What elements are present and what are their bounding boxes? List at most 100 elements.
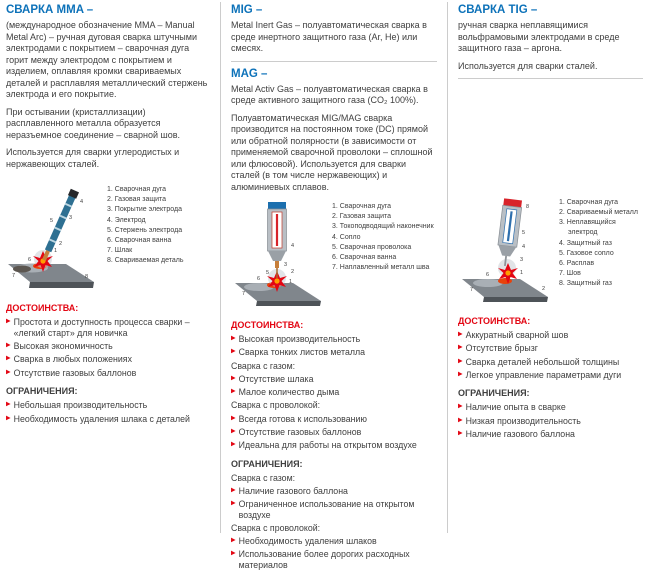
workpiece-plate-edge (483, 297, 548, 303)
bullet-arrow-icon: ▶ (458, 371, 463, 378)
advantage-item: ▶Сварка с газом: (231, 361, 437, 372)
bullet-arrow-icon: ▶ (231, 415, 236, 421)
diagram-number: 1 (54, 248, 57, 254)
diagram-number: 5 (266, 270, 269, 276)
mig-diagram-illustration: 1 2 3 4 5 6 7 (235, 202, 321, 307)
advantage-text: Аккуратный сварной шов (465, 330, 569, 341)
limitations-list: ▶Сварка с газом:▶Наличие газового баллон… (231, 473, 437, 571)
welding-torch (267, 202, 287, 279)
legend-item: 3. Покрытие электрода (107, 206, 183, 214)
advantage-text: Отсутствие шлака (238, 373, 314, 384)
diagram-number: 7 (470, 287, 473, 293)
advantage-item: ▶Отсутствие шлака (231, 374, 437, 385)
bullet-arrow-icon: ▶ (458, 358, 463, 364)
diagram-number: 3 (69, 215, 72, 221)
bullet-arrow-icon: ▶ (231, 388, 236, 395)
legend-item: 4. Электрод (107, 216, 146, 224)
mig-diagram-block: 1 2 3 4 5 6 7 1. Сварочная дуга 2. Газова… (231, 199, 437, 307)
limitation-text: Наличие газового баллона (465, 428, 575, 439)
diagram-number: 2 (59, 241, 62, 247)
legend-item: 2. Газовая защита (332, 213, 392, 221)
limitation-text: Ограниченное использование на открытом в… (238, 499, 415, 520)
intro-paragraphs-mag: Metal Activ Gas – полуавтоматическая сва… (231, 84, 437, 194)
diagram-number: 7 (12, 273, 15, 279)
bullet-arrow-icon: ▶ (231, 487, 236, 494)
workpiece-plate-edge (29, 282, 94, 289)
paragraph: ручная сварка неплавящимися вольфрамовым… (458, 20, 620, 54)
diagram-number: 3 (520, 257, 523, 263)
bullet-arrow-icon: ▶ (231, 441, 236, 448)
advantages-title: ДОСТОИНСТВА: (6, 303, 79, 314)
arc-flash (498, 263, 518, 285)
limitation-text: Наличие опыта в сварке (465, 402, 566, 413)
advantage-text: Сварка в любых положениях (13, 354, 132, 365)
bullet-arrow-icon: ▶ (6, 342, 11, 349)
limitation-item: ▶Использование более дорогих расходных м… (231, 549, 437, 570)
advantage-text: Отсутствие брызг (465, 343, 538, 354)
diagram-number: 6 (28, 257, 31, 263)
limitation-item: ▶Необходимость удаления шлаков (231, 536, 437, 547)
bullet-arrow-icon: ▶ (458, 344, 463, 351)
advantages-title: ДОСТОИНСТВА: (231, 320, 304, 331)
diagram-number: 1 (289, 279, 292, 285)
paragraph: Metal Inert Gas – полуавтоматическая сва… (231, 20, 427, 54)
legend-item: 2. Свариваемый металл (559, 209, 638, 217)
arc-flash (267, 271, 287, 293)
legend-item: 5. Газовое сопло (559, 249, 614, 257)
advantage-item: ▶Отсутствие газовых баллонов (6, 368, 210, 379)
advantage-text: Малое количество дыма (238, 387, 340, 398)
advantage-item: ▶Сварка с проволокой: (231, 400, 437, 411)
bullet-arrow-icon: ▶ (231, 375, 236, 382)
tig-diagram-illustration: 1 2 3 4 5 6 7 8 (462, 198, 548, 303)
bullet-arrow-icon: ▶ (458, 403, 463, 410)
workpiece-plate-edge (256, 301, 321, 307)
paragraph: Metal Activ Gas – полуавтоматическая сва… (231, 83, 428, 106)
limitations-title: ОГРАНИЧЕНИЯ: (458, 388, 530, 399)
legend-item: 1. Сварочная дуга (107, 186, 167, 194)
column-heading-mig: MIG – (231, 4, 263, 16)
legend-item: 8. Защитный газ (559, 280, 612, 288)
advantage-item: ▶Всегда готова к использованию (231, 414, 437, 425)
column-heading-mag: MAG – (231, 67, 268, 80)
limitation-text: Необходимость удаления шлака с деталей (13, 413, 190, 424)
diagram-number: 5 (522, 230, 525, 236)
diagram-number: 6 (257, 276, 260, 282)
bullet-arrow-icon: ▶ (6, 415, 11, 421)
bullet-arrow-icon: ▶ (231, 500, 236, 507)
limitation-item: ▶Небольшая производительность (6, 400, 210, 411)
advantage-item: ▶Сварка тонких листов металла (231, 347, 437, 358)
advantage-item: ▶Отсутствие газовых баллонов (231, 427, 437, 438)
tungsten-electrode (504, 255, 508, 267)
bullet-arrow-icon: ▶ (231, 550, 236, 557)
column-heading-mma: СВАРКА MMA – (6, 4, 94, 16)
paragraph: Полуавтоматическая MIG/MAG сварка произв… (231, 112, 433, 192)
legend-item: 4. Защитный газ (559, 239, 612, 247)
diagram-number: 2 (542, 286, 545, 292)
limitation-text: Низкая производительность (465, 415, 581, 426)
advantage-item: ▶Простота и доступность процесса сварки … (6, 317, 210, 338)
diagram-number: 8 (85, 274, 88, 280)
limitations-list: ▶Небольшая производительность ▶Необходимо… (6, 400, 210, 424)
limitation-item: ▶Низкая производительность (458, 416, 643, 427)
legend-item: 1. Сварочная дуга (332, 203, 392, 211)
intro-paragraphs-mig: Metal Inert Gas – полуавтоматическая сва… (231, 20, 437, 55)
limitation-text: Необходимость удаления шлаков (238, 536, 377, 547)
advantage-item: ▶Малое количество дыма (231, 387, 437, 398)
paragraph: Используется для сварки сталей. (458, 60, 598, 71)
diagram-number: 4 (291, 243, 294, 249)
bullet-arrow-icon: ▶ (6, 318, 11, 325)
advantage-text: Отсутствие газовых баллонов (238, 426, 362, 437)
paragraph: Используется для сварки углеродистых и н… (6, 147, 180, 169)
legend-item: 6. Сварочная ванна (107, 236, 172, 244)
limitation-item: ▶Сварка с проволокой: (231, 523, 437, 534)
limitation-item: ▶Необходимость удаления шлака с деталей (6, 414, 210, 425)
advantage-item: ▶Высокая производительность (231, 334, 437, 345)
bullet-arrow-icon: ▶ (231, 335, 236, 342)
welding-infographic-page: СВАРКА MMA – (международное обозначение … (6, 2, 643, 570)
advantages-list: ▶Аккуратный сварной шов▶Отсутствие брызг… (458, 330, 643, 380)
diagram-number: 1 (520, 270, 523, 276)
column-heading-tig: СВАРКА TIG – (458, 4, 538, 16)
